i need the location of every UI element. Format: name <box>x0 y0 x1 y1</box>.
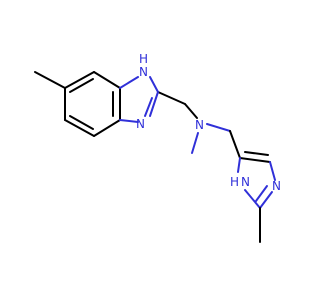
bond-c4-n3 <box>269 161 276 181</box>
bond-amine-ch2 <box>206 123 231 132</box>
bond-n3-c3a <box>119 119 139 123</box>
bond-benz-5-inner <box>69 115 94 130</box>
bond-c5-c4 <box>239 157 271 163</box>
atom-amine-n: N <box>195 118 204 132</box>
bond-c5-c4-inner <box>244 151 269 156</box>
bond-amine-methyl <box>191 132 199 154</box>
bond-nh-c2 <box>149 76 159 93</box>
bond-benz-5 <box>64 119 95 137</box>
atom-bzim-nh: N <box>139 65 148 79</box>
bond-n3-c2 <box>259 191 273 209</box>
bond-benz-1 <box>64 71 95 89</box>
atom-bzim-h: H <box>139 52 148 66</box>
atom-imid-h: H <box>230 175 239 189</box>
atom-bzim-n: N <box>136 117 145 131</box>
bond-ch2-imid-c5 <box>229 130 241 159</box>
structure-canvas: N H N N N H N <box>34 52 281 243</box>
bond-benz-1-inner <box>69 78 94 93</box>
bond-ch2-n-amine <box>184 103 198 119</box>
bond-c2-side <box>157 91 186 105</box>
bond-c2-n1 <box>244 189 261 209</box>
bond-benz-2 <box>93 71 121 89</box>
atom-imid-n: N <box>272 179 281 193</box>
molecule-structure: N H N N N H N <box>34 52 281 243</box>
bond-c2-n3-inner <box>144 97 153 117</box>
bond-benz-4 <box>93 119 121 137</box>
bond-n1-c5 <box>237 157 241 173</box>
bond-n3-c2-inner <box>255 185 268 202</box>
bond-c2-n3 <box>149 91 159 117</box>
atom-imid-nh: N <box>241 175 250 189</box>
bond-methyl-c6 <box>34 71 66 89</box>
bond-c7a-nh <box>119 76 139 89</box>
